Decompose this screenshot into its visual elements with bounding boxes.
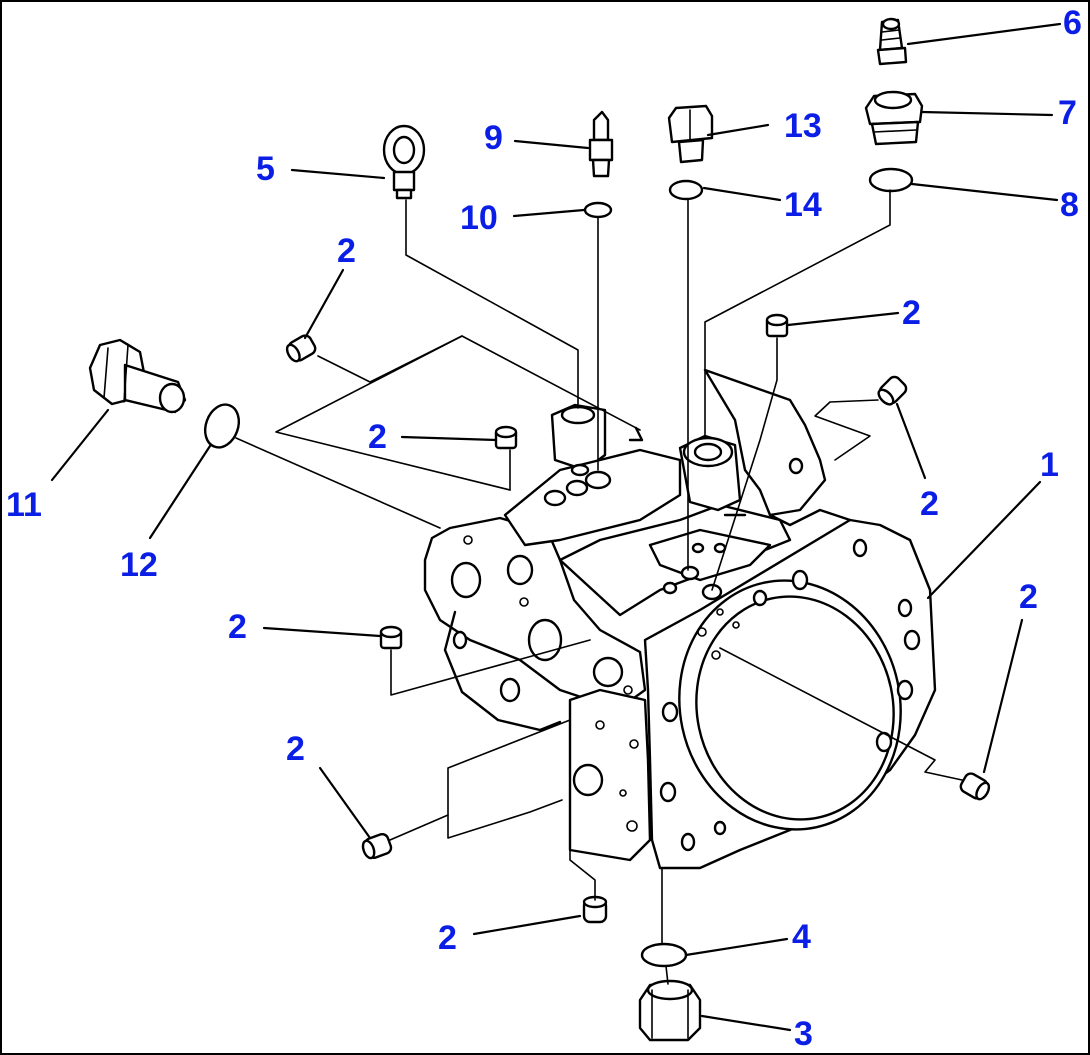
callout-leaders — [50, 22, 1062, 1032]
callout-7: 7 — [1058, 94, 1077, 132]
o-ring-part-8 — [868, 167, 914, 193]
callout-2: 2 — [1019, 578, 1038, 616]
callout-2: 2 — [337, 232, 356, 270]
callout-9: 9 — [484, 119, 503, 157]
callout-2: 2 — [228, 608, 247, 646]
o-ring-part-4 — [640, 942, 688, 968]
callout-13: 13 — [784, 107, 822, 145]
eye-bolt-part-5 — [382, 124, 426, 200]
callout-2: 2 — [368, 418, 387, 456]
sensor-part-9 — [588, 110, 614, 178]
callout-10: 10 — [460, 199, 498, 237]
callout-1: 1 — [1040, 446, 1059, 484]
callout-3: 3 — [794, 1015, 813, 1053]
callout-5: 5 — [256, 150, 275, 188]
grease-fitting-part-6 — [876, 17, 908, 66]
callout-2: 2 — [920, 485, 939, 523]
callout-6: 6 — [1063, 4, 1082, 42]
callout-labels: 1 2 2 2 2 2 2 2 2 3 4 5 6 7 8 9 10 11 12… — [6, 4, 1082, 1053]
callout-2: 2 — [438, 919, 457, 957]
callout-8: 8 — [1060, 186, 1079, 224]
plug-part-2-instances — [285, 313, 991, 924]
callout-4: 4 — [792, 918, 811, 956]
o-ring-part-10 — [583, 201, 613, 219]
assembly-lines — [235, 189, 963, 985]
callout-11: 11 — [6, 486, 42, 524]
callout-14: 14 — [784, 186, 822, 224]
drain-plug-part-3 — [638, 979, 702, 1042]
housing-part-1 — [423, 368, 937, 870]
fitting-part-11 — [88, 338, 187, 414]
bolt-part-13 — [667, 104, 714, 164]
o-ring-part-14 — [668, 179, 704, 201]
o-ring-part-12 — [203, 403, 241, 449]
callout-12: 12 — [120, 546, 158, 584]
plug-part-7 — [864, 90, 924, 146]
callout-2: 2 — [286, 730, 305, 768]
callout-2: 2 — [902, 294, 921, 332]
